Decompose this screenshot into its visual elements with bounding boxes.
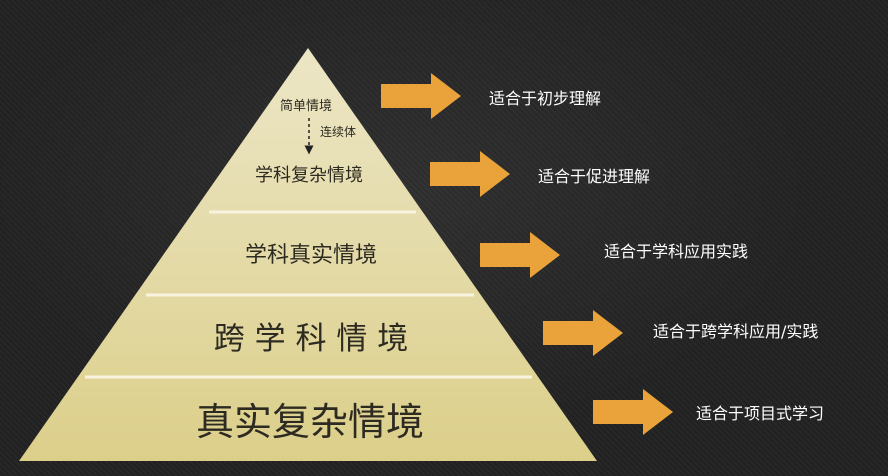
description-initial-understanding: 适合于初步理解 (489, 89, 602, 108)
tier-label-subject-real: 学科真实情境 (245, 243, 377, 268)
tier-label-simple: 简单情境 (280, 98, 332, 114)
description-subject-practice: 适合于学科应用实践 (604, 242, 749, 261)
tier-label-real-complex: 真实复杂情境 (196, 400, 424, 444)
arrow-icon (543, 310, 623, 356)
tier-label-subject-complex: 学科复杂情境 (255, 165, 363, 186)
description-project-learning: 适合于项目式学习 (696, 404, 825, 423)
arrow-icon (430, 151, 510, 197)
arrow-icon (381, 73, 461, 119)
description-promote-understanding: 适合于促进理解 (538, 167, 651, 186)
arrow-icon (593, 389, 673, 435)
arrow-icon (480, 232, 560, 278)
tier-label-interdisciplinary: 跨 学 科 情 境 (214, 321, 408, 357)
continuum-label: 连续体 (320, 124, 356, 139)
pyramid-shape (19, 48, 597, 461)
description-interdisciplinary-practice: 适合于跨学科应用/实践 (653, 322, 819, 341)
